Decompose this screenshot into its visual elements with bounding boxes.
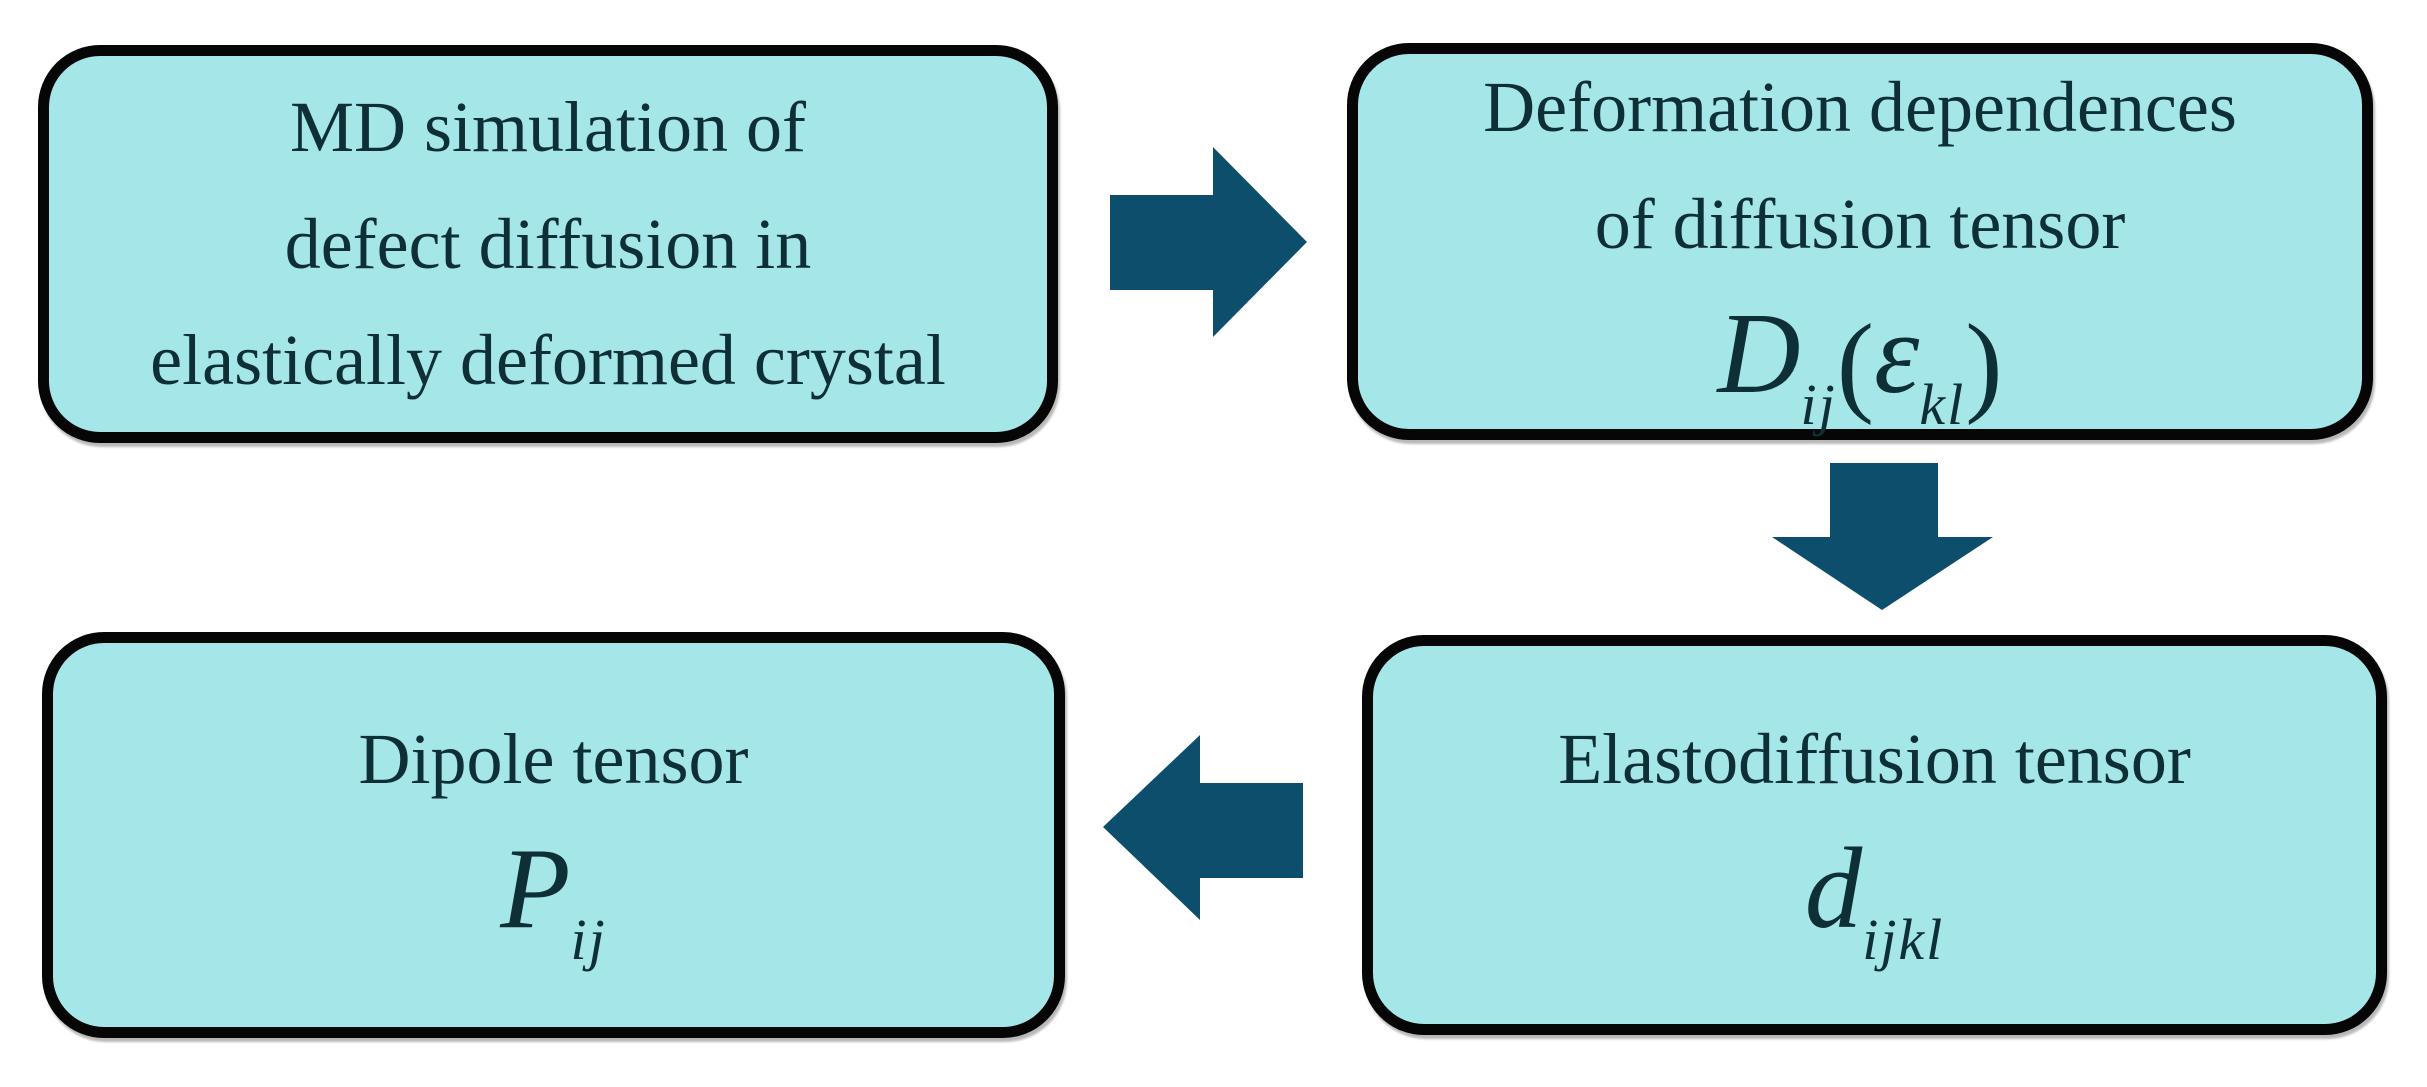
- formula-base: P: [500, 825, 571, 953]
- md-simulation-box: MD simulation of defect diffusion in ela…: [38, 45, 1058, 443]
- down-arrow-icon: [1772, 463, 1993, 610]
- formula-base: D: [1717, 290, 1801, 418]
- diffusion-tensor-formula: Dij(εkl): [1717, 296, 2002, 434]
- dipole-tensor-box: Dipole tensor Pij: [42, 632, 1065, 1038]
- box-text-line: Dipole tensor: [358, 718, 749, 799]
- box-text-line: defect diffusion in: [284, 203, 812, 284]
- elastodiffusion-tensor-formula: dijkl: [1805, 831, 1945, 969]
- box-text-line: of diffusion tensor: [1594, 183, 2126, 264]
- elastodiffusion-box: Elastodiffusion tensor dijkl: [1362, 635, 2387, 1035]
- formula-subscript: kl: [1919, 372, 1966, 438]
- formula-close-paren: ): [1965, 302, 2003, 427]
- formula-open-paren: (: [1836, 302, 1875, 427]
- box-text-line: Elastodiffusion tensor: [1558, 718, 2191, 799]
- formula-subscript: ij: [1800, 372, 1837, 438]
- deformation-dependences-box: Deformation dependences of diffusion ten…: [1347, 43, 2373, 440]
- dipole-tensor-formula: Pij: [500, 831, 606, 969]
- box-text-line: elastically deformed crystal: [150, 320, 946, 401]
- formula-epsilon: ε: [1874, 290, 1920, 418]
- formula-base: d: [1804, 825, 1863, 953]
- formula-subscript: ij: [570, 907, 607, 973]
- formula-subscript: ijkl: [1862, 907, 1945, 973]
- right-arrow-icon: [1110, 147, 1307, 337]
- left-arrow-icon: [1103, 735, 1303, 920]
- box-text-line: MD simulation of: [290, 87, 806, 168]
- box-text-line: Deformation dependences: [1483, 66, 2237, 147]
